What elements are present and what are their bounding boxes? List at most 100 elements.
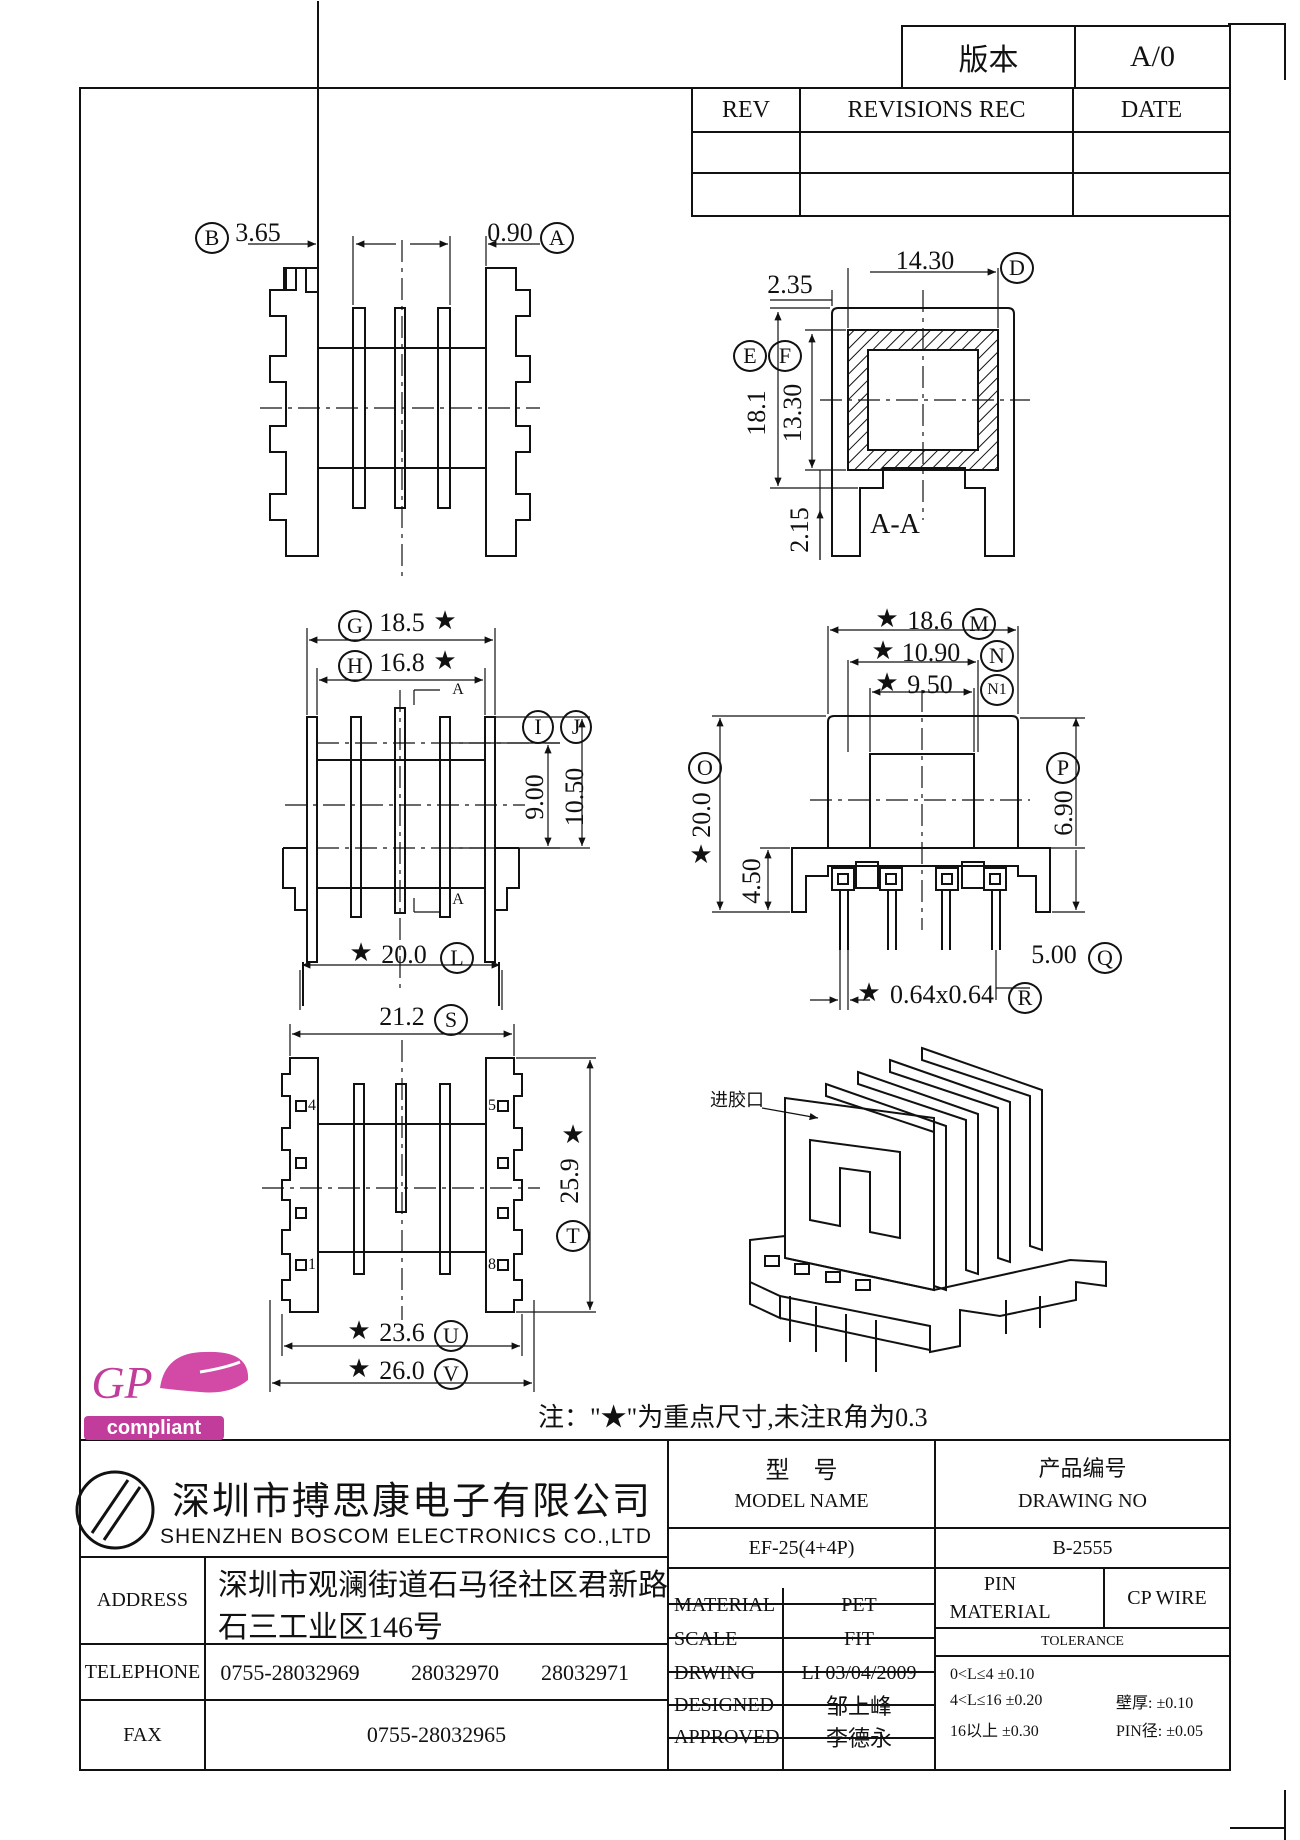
tag-b: B xyxy=(195,222,229,254)
version-label: 版本 xyxy=(958,44,1019,77)
pin-label-4: 4 xyxy=(308,1097,316,1114)
tag-e: E xyxy=(733,340,767,372)
version-value: A/0 xyxy=(1130,40,1175,73)
drawing-no-value: B-2555 xyxy=(1052,1536,1113,1559)
tag-g: G xyxy=(338,610,372,642)
dim-offset-value: 2.35 xyxy=(767,270,813,299)
dim-t-value: 25.9 xyxy=(555,1158,584,1204)
tag-v: V xyxy=(434,1358,468,1390)
dim-v-value: 26.0 xyxy=(379,1356,425,1385)
star-l: ★ xyxy=(349,938,373,967)
tag-m: M xyxy=(962,608,996,640)
approved-label: APPROVED xyxy=(674,1725,780,1748)
dim-r-value: 0.64x0.64 xyxy=(890,980,994,1009)
scale-label: SCALE xyxy=(674,1627,738,1650)
compliant-text: compliant xyxy=(106,1416,202,1439)
telephone-3: 28032971 xyxy=(541,1660,629,1685)
designed-label: DESIGNED xyxy=(674,1693,774,1716)
fax-value: 0755-28032965 xyxy=(366,1722,507,1747)
pin-dia-tolerance: PIN径: ±0.05 xyxy=(1116,1723,1204,1740)
fax-label: FAX xyxy=(123,1723,162,1746)
dim-p-value: 6.90 xyxy=(1049,790,1078,836)
drawing-note: 注："★"为重点尺寸,未注R角为0.3 xyxy=(538,1402,928,1432)
company-logo-icon xyxy=(75,1470,155,1550)
pin-label-8: 8 xyxy=(488,1256,496,1273)
gp-logo-text: GP xyxy=(91,1356,153,1408)
star-r: ★ xyxy=(857,978,881,1007)
wall-tolerance: 壁厚: ±0.10 xyxy=(1116,1695,1194,1712)
dim-bottom-value: 2.15 xyxy=(785,507,814,553)
telephone-1: 0755-28032969 xyxy=(220,1660,360,1685)
drawing-no-en: DRAWING NO xyxy=(1018,1489,1147,1512)
star-n: ★ xyxy=(871,636,895,665)
star-n1: ★ xyxy=(875,668,899,697)
pin-label-1: 1 xyxy=(308,1256,316,1273)
approved-value: 李德永 xyxy=(825,1726,892,1751)
tag-j: J xyxy=(560,710,592,744)
tag-n1: N1 xyxy=(980,674,1014,706)
telephone-2: 28032970 xyxy=(411,1660,499,1685)
gate-label: 进胶口 xyxy=(710,1090,764,1110)
star-h: ★ xyxy=(433,646,457,675)
designed-value: 邹上峰 xyxy=(825,1694,892,1719)
tag-r: R xyxy=(1008,982,1042,1014)
model-value: EF-25(4+4P) xyxy=(748,1536,855,1559)
rev-header: REV xyxy=(722,96,770,123)
tolerance-label: TOLERANCE xyxy=(1041,1634,1124,1649)
tolerance-1: 0<L≤4 ±0.10 xyxy=(950,1666,1035,1683)
tag-p: P xyxy=(1046,752,1080,784)
model-name-en: MODEL NAME xyxy=(734,1489,869,1512)
scale-value: FIT xyxy=(844,1627,874,1650)
revisions-rec-header: REVISIONS REC xyxy=(847,96,1026,123)
company-name-en: SHENZHEN BOSCOM ELECTRONICS CO.,LTD xyxy=(160,1525,652,1548)
star-m: ★ xyxy=(875,604,899,633)
company-name-cn: 深圳市搏思康电子有限公司 xyxy=(172,1480,653,1523)
drwing-value: LI 03/04/2009 xyxy=(801,1661,917,1684)
pin-material-label-2: MATERIAL xyxy=(949,1600,1051,1623)
tolerance-2: 4<L≤16 ±0.20 xyxy=(950,1692,1043,1709)
star-t: ★ xyxy=(561,1120,585,1149)
tag-i: I xyxy=(522,710,554,744)
dim-b-value: 3.65 xyxy=(235,218,281,247)
section-mark-top: A xyxy=(452,681,464,698)
dim-l-value: 20.0 xyxy=(381,940,427,969)
material-value: PET xyxy=(841,1593,877,1616)
drawing-no-cn: 产品编号 xyxy=(1038,1456,1127,1481)
address-label: ADDRESS xyxy=(96,1589,189,1611)
tag-n: N xyxy=(980,640,1014,672)
dim-o-value: 20.0 xyxy=(687,792,716,838)
section-label: A-A xyxy=(870,509,920,540)
tag-f: F xyxy=(768,340,802,372)
tag-q: Q xyxy=(1088,942,1122,974)
model-name-cn: 型 号 xyxy=(765,1457,838,1484)
dim-m-value: 18.6 xyxy=(907,606,953,635)
star-o: ★ xyxy=(689,840,713,869)
dim-base-value: 4.50 xyxy=(737,858,766,904)
tag-u: U xyxy=(434,1320,468,1352)
pin-material-label-1: PIN xyxy=(983,1572,1017,1595)
dim-e-value: 18.1 xyxy=(742,390,771,436)
tag-h: H xyxy=(338,650,372,682)
dim-q-value: 5.00 xyxy=(1031,940,1077,969)
star-g: ★ xyxy=(433,606,457,635)
telephone-label: TELEPHONE xyxy=(84,1660,201,1683)
dim-n1-value: 9.50 xyxy=(907,670,953,699)
tolerance-3: 16以上 ±0.30 xyxy=(950,1723,1039,1740)
dim-u-value: 23.6 xyxy=(379,1318,425,1347)
dim-g-value: 18.5 xyxy=(379,608,425,637)
dim-a-value: 0.90 xyxy=(487,218,533,247)
dim-h-value: 16.8 xyxy=(379,648,425,677)
tag-t: T xyxy=(556,1220,590,1252)
address-line2: 石三工业区146号 xyxy=(218,1611,443,1644)
dim-j-value: 10.50 xyxy=(560,767,589,827)
star-v: ★ xyxy=(347,1354,371,1383)
dim-i-value: 9.00 xyxy=(520,774,549,820)
star-u: ★ xyxy=(347,1316,371,1345)
dim-n-value: 10.90 xyxy=(901,638,961,667)
section-mark-bottom: A xyxy=(452,891,464,908)
dim-d-value: 14.30 xyxy=(895,246,955,275)
dim-f-value: 13.30 xyxy=(778,383,807,443)
date-header: DATE xyxy=(1120,96,1183,123)
tag-l: L xyxy=(440,942,474,974)
